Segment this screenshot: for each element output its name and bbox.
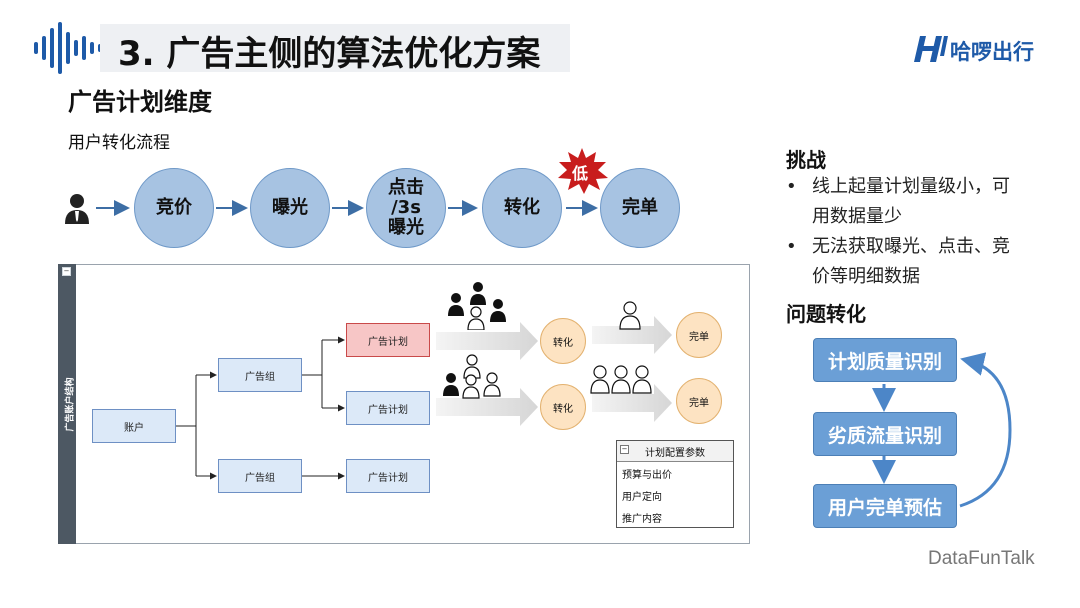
- flow-arrows: [96, 200, 598, 216]
- problem-connectors: [872, 352, 1012, 508]
- flow-step-bid: 竞价: [134, 168, 214, 248]
- flow-step-convert: 转化: [482, 168, 562, 248]
- config-item: 推广内容: [622, 514, 662, 525]
- flow-step-impression: 曝光: [250, 168, 330, 248]
- challenge-text-1a: 线上起量计划量级小，可: [812, 176, 1010, 197]
- people-group-icon-2: [443, 354, 501, 399]
- order-node-1: 完单: [676, 312, 722, 358]
- config-panel-title: 计划配置参数: [645, 447, 705, 459]
- problem-step-order-predict: 用户完单预估: [813, 484, 957, 528]
- ad-group-node-2: 广告组: [218, 459, 302, 493]
- page-title: 3. 广告主侧的算法优化方案: [118, 34, 541, 74]
- convert-node-2: 转化: [540, 384, 586, 430]
- structure-sidebar: [58, 264, 76, 544]
- config-item: 用户定向: [622, 492, 662, 503]
- problem-step-plan-quality: 计划质量识别: [813, 338, 957, 382]
- section-heading: 广告计划维度: [68, 88, 212, 116]
- order-node-2: 完单: [676, 378, 722, 424]
- convert-node-1: 转化: [540, 318, 586, 364]
- flow-label: 用户转化流程: [68, 133, 170, 153]
- ad-plan-node-3: 广告计划: [346, 459, 430, 493]
- user-icon: [64, 193, 90, 225]
- low-burst-label: 低: [572, 164, 589, 183]
- problem-title: 问题转化: [786, 302, 866, 326]
- title-band: [100, 24, 570, 72]
- person-icon-single: [619, 301, 641, 330]
- flow-step-order: 完单: [600, 168, 680, 248]
- ad-group-node-1: 广告组: [218, 358, 302, 392]
- flow-step-click: 点击 /3s 曝光: [366, 168, 446, 248]
- brand-logo-icon: [914, 34, 948, 64]
- challenge-text-1b: 用数据量少: [812, 206, 902, 227]
- ad-plan-node-highlight: 广告计划: [346, 323, 430, 357]
- problem-step-bad-traffic: 劣质流量识别: [813, 412, 957, 456]
- collapse-icon[interactable]: −: [62, 267, 71, 276]
- collapse-icon[interactable]: −: [620, 445, 629, 454]
- account-node: 账户: [92, 409, 176, 443]
- brand-name: 哈啰出行: [950, 40, 1034, 64]
- config-panel-header: − 计划配置参数: [617, 441, 733, 462]
- challenge-bullet-1: •: [786, 176, 797, 197]
- ad-plan-node-2: 广告计划: [346, 391, 430, 425]
- config-item: 预算与出价: [622, 470, 672, 481]
- people-row-icon: [590, 365, 652, 394]
- low-burst-icon: [556, 148, 608, 194]
- challenge-bullet-2: •: [786, 236, 797, 257]
- people-group-icon-1: [448, 282, 506, 330]
- challenge-text-2b: 价等明细数据: [812, 266, 920, 287]
- config-panel: − 计划配置参数 预算与出价 用户定向 推广内容: [616, 440, 734, 528]
- challenge-text-2a: 无法获取曝光、点击、竞: [812, 236, 1010, 257]
- watermark: DataFunTalk: [928, 548, 1035, 569]
- challenge-title: 挑战: [786, 148, 826, 172]
- structure-connectors: [176, 316, 672, 480]
